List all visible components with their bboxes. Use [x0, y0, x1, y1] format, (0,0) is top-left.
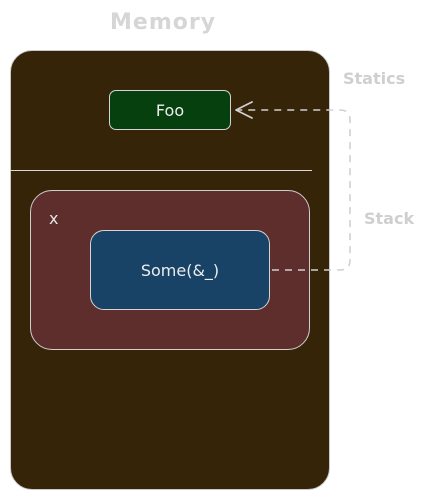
statics-region-label: Statics — [343, 69, 406, 88]
some-ref-value-box: Some(&_) — [90, 230, 270, 310]
stack-region-label: Stack — [364, 209, 415, 228]
diagram-title: Memory — [110, 10, 217, 35]
foo-label: Foo — [155, 100, 185, 120]
statics-stack-divider — [10, 170, 312, 171]
some-ref-label: Some(&_) — [140, 260, 220, 280]
variable-x-label: x — [49, 209, 59, 228]
foo-static-box: Foo — [109, 90, 231, 130]
